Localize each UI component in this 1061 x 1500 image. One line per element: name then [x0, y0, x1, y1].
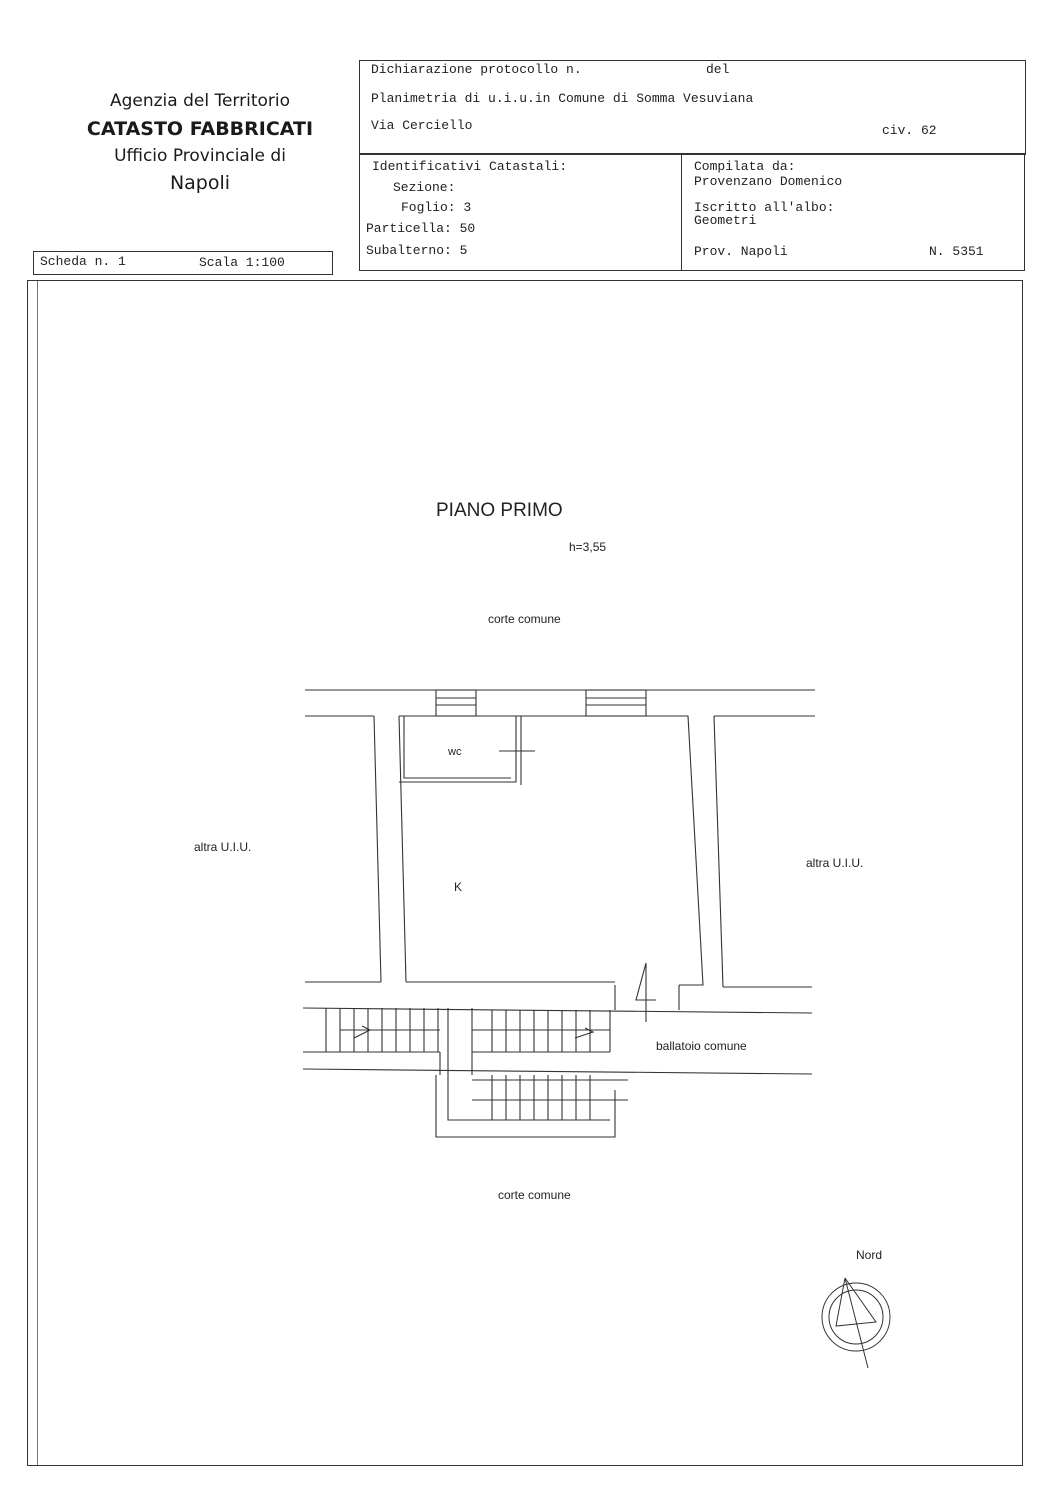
identifiers-divider — [681, 153, 682, 270]
agency-line-2: CATASTO FABBRICATI — [86, 118, 314, 140]
compiler-name: Provenzano Domenico — [694, 174, 843, 189]
scheda-box — [33, 251, 333, 275]
particella-value: Particella: 50 — [366, 221, 476, 236]
agency-line-1: Agenzia del Territorio — [109, 91, 291, 111]
albo-value: Geometri — [694, 213, 757, 228]
agency-heading: Agenzia del Territorio CATASTO FABBRICAT… — [70, 88, 330, 198]
albo-label: Iscritto all'albo: — [694, 200, 835, 215]
floor-title: PIANO PRIMO — [436, 500, 563, 521]
foglio-value: Foglio: 3 — [401, 200, 472, 215]
frame-inner-line — [37, 281, 38, 1465]
altra-uiu-right: altra U.I.U. — [806, 856, 864, 870]
north-arrow-icon — [821, 1277, 891, 1369]
window-right — [585, 689, 647, 717]
stair-center — [447, 1008, 610, 1121]
header-box — [359, 60, 1026, 155]
identifiers-box — [359, 153, 1025, 271]
province-label: Prov. Napoli — [694, 244, 788, 259]
corte-comune-top: corte comune — [488, 612, 561, 626]
albo-number: N. 5351 — [929, 244, 984, 259]
room-k-label: K — [454, 880, 463, 894]
ballatoio-label: ballatoio comune — [656, 1039, 747, 1053]
scheda-label: Scheda n. 1 — [40, 254, 126, 269]
wc-walls — [399, 716, 517, 783]
drawing-frame — [27, 280, 1023, 1466]
corte-comune-bottom: corte comune — [498, 1188, 571, 1202]
scala-label: Scala 1:100 — [199, 255, 285, 270]
address-text: Via Cerciello — [371, 118, 473, 133]
planimetria-text: Planimetria di u.i.u.in Comune di Somma … — [371, 91, 754, 106]
identifiers-title: Identificativi Catastali: — [372, 159, 568, 174]
del-label: del — [706, 62, 730, 77]
agency-line-3: Ufficio Provinciale di — [114, 146, 286, 166]
sezione-label: Sezione: — [393, 180, 456, 195]
civ-text: civ. 62 — [882, 123, 937, 138]
ceiling-height: h=3,55 — [569, 540, 607, 554]
room-wc-label: wc — [448, 746, 462, 758]
altra-uiu-left: altra U.I.U. — [194, 840, 252, 854]
window-left — [435, 689, 477, 717]
compiler-label: Compilata da: — [694, 159, 796, 174]
balcony-line-bottom — [302, 1068, 813, 1075]
north-label: Nord — [856, 1248, 883, 1262]
protocol-label: Dichiarazione protocollo n. — [371, 62, 582, 77]
agency-line-4: Napoli — [169, 172, 231, 194]
balcony-line-top — [302, 1007, 813, 1014]
subalterno-value: Subalterno: 5 — [366, 243, 468, 258]
